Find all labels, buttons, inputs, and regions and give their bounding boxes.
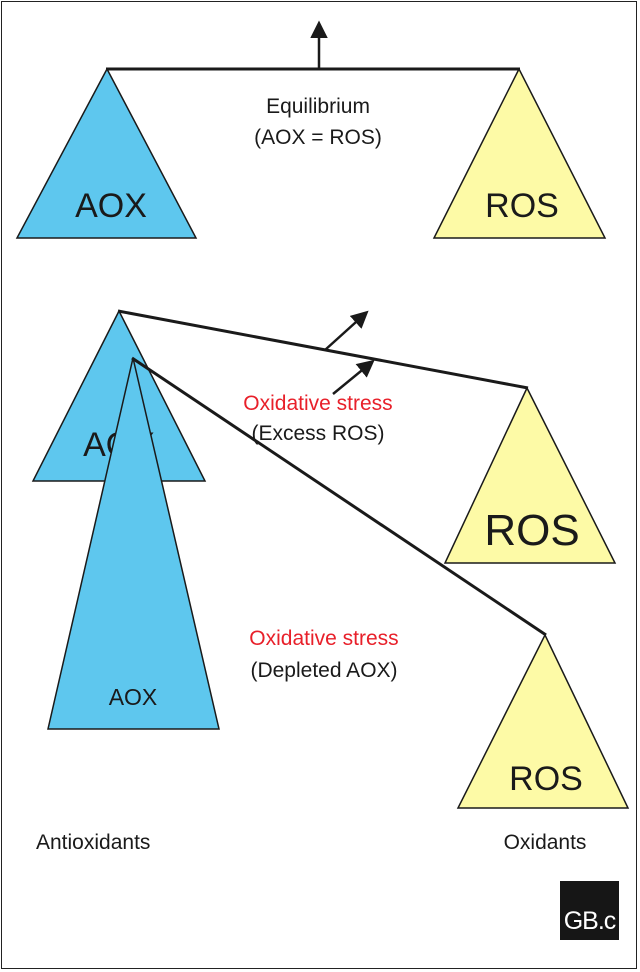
oxidants-caption: Oxidants (504, 831, 587, 854)
ros-triangle (443, 386, 617, 564)
ros-triangle (432, 67, 607, 239)
panel-depleted-aox: AOX ROS Oxidative stress (Depleted AOX) (47, 356, 630, 809)
direction-arrow (324, 310, 369, 351)
aox-label: AOX (75, 187, 147, 225)
panel-excess-ros: AOX ROS Oxidative stress (Excess ROS) (31, 309, 617, 564)
ros-label: ROS (509, 760, 583, 798)
logo-text: GB.c (563, 907, 617, 935)
state-title: Oxidative stress (249, 627, 398, 650)
state-subtitle: (Depleted AOX) (250, 659, 397, 682)
aox-triangle (15, 67, 198, 239)
antioxidants-caption: Antioxidants (36, 831, 150, 854)
ros-label: ROS (485, 187, 559, 225)
direction-arrow (332, 359, 375, 395)
balance-beam (117, 309, 529, 390)
ros-label: ROS (484, 506, 579, 555)
state-subtitle: (AOX = ROS) (254, 126, 382, 149)
state-title: Oxidative stress (243, 392, 392, 415)
ros-triangle (456, 633, 630, 809)
panel-equilibrium: AOX ROS Equilibrium (AOX = ROS) (15, 20, 607, 239)
aox-label: AOX (109, 684, 158, 710)
aox-triangle (47, 357, 220, 730)
publisher-logo: GB.c (560, 881, 619, 940)
state-subtitle: (Excess ROS) (251, 422, 384, 445)
balance-beam (131, 356, 547, 637)
state-title: Equilibrium (266, 95, 370, 118)
